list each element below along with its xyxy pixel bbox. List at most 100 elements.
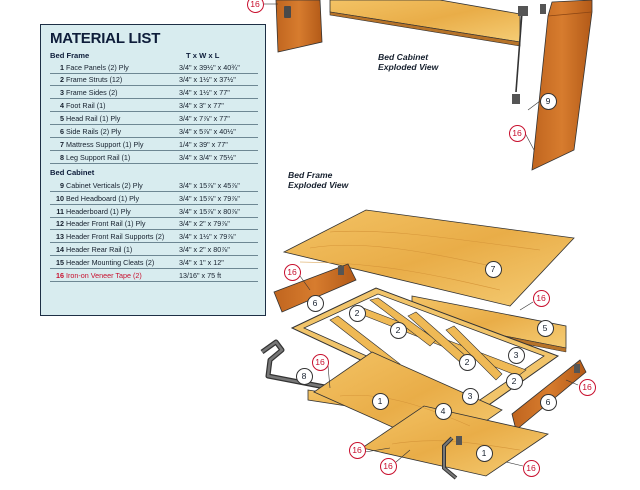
part-name: Face Panels (2) Ply — [66, 62, 129, 72]
part-dimensions: 3/4" x 1½" x 37½" — [179, 75, 236, 85]
part-name: Foot Rail (1) — [66, 101, 106, 111]
cabinet-view-label: Bed Cabinet Exploded View — [378, 52, 439, 72]
cabinet-right-vertical — [531, 0, 593, 171]
part-number: 14 — [56, 245, 64, 255]
part-name: Cabinet Verticals (2) Ply — [66, 180, 143, 190]
part-callout: 16 — [508, 124, 526, 142]
part-name: Bed Headboard (1) Ply — [66, 193, 140, 203]
part-callout: 7 — [484, 260, 502, 278]
part-dimensions: 3/4" x 15⅞" x 45⅞" — [179, 180, 240, 190]
part-callout: 2 — [389, 321, 407, 339]
part-callout: 8 — [295, 367, 313, 385]
part-dimensions: 3/4" x 7⅞" x 77" — [179, 114, 230, 124]
part-dimensions: 3/4" x 2" x 79⅞" — [179, 219, 230, 229]
part-callout: 6 — [539, 393, 557, 411]
group-heading-bed-frame: Bed Frame — [50, 51, 90, 60]
part-name: Side Rails (2) Ply — [66, 127, 122, 136]
part-name: Headerboard (1) Ply — [66, 206, 131, 216]
part-callout: 9 — [539, 92, 557, 110]
part-dimensions: 3/4" x 3/4" x 75½" — [179, 152, 236, 162]
part-callout: 5 — [536, 319, 554, 337]
part-callout: 16 — [532, 289, 550, 307]
side-rail-left — [273, 263, 357, 313]
part-callout: 2 — [505, 372, 523, 390]
part-name: Frame Struts (12) — [66, 75, 123, 85]
part-number: 15 — [56, 258, 64, 268]
group-heading-bed-cabinet: Bed Cabinet — [50, 168, 95, 178]
part-callout: 3 — [507, 346, 525, 364]
cabinet-left-vertical — [275, 0, 323, 53]
part-dimensions: 3/4" x 5⅞" x 40½" — [179, 127, 236, 136]
part-number: 13 — [56, 232, 64, 242]
part-dimensions: 3/4" x 3" x 77" — [179, 101, 224, 111]
cabinet-hardware — [512, 4, 546, 104]
part-dimensions: 13/16" x 75 ft — [179, 271, 222, 280]
part-number: 3 — [60, 88, 64, 98]
leg-brackets — [442, 436, 462, 480]
part-number: 9 — [60, 180, 64, 190]
part-number: 16 — [56, 271, 64, 280]
leg-support-rail — [260, 339, 331, 391]
part-dimensions: 3/4" x 15⅞" x 79⅞" — [179, 193, 240, 203]
part-name: Header Rear Rail (1) — [66, 245, 133, 255]
material-list-title: MATERIAL LIST — [50, 30, 161, 47]
part-callout: 16 — [348, 441, 366, 459]
part-name: Header Front Rail (1) Ply — [66, 219, 146, 229]
part-number: 7 — [60, 139, 64, 149]
part-dimensions: 3/4" x 15⅞" x 80⅞" — [179, 206, 240, 216]
frame-view-label: Bed Frame Exploded View — [288, 170, 349, 190]
part-callout: 4 — [434, 402, 452, 420]
part-name: Header Mounting Cleats (2) — [66, 258, 155, 268]
bed-headboard-panel — [329, 0, 521, 47]
part-name: Leg Support Rail (1) — [66, 152, 131, 162]
part-callout: 2 — [348, 304, 366, 322]
part-callout: 16 — [283, 263, 301, 281]
part-callout: 3 — [461, 387, 479, 405]
part-dimensions: 1/4" x 39" x 77" — [179, 139, 228, 149]
part-number: 4 — [60, 101, 64, 111]
part-callout: 16 — [311, 353, 329, 371]
face-panels — [313, 351, 549, 477]
part-number: 8 — [60, 152, 64, 162]
leader-lines — [264, 3, 579, 467]
part-name: Frame Sides (2) — [66, 88, 118, 98]
part-number: 5 — [60, 114, 64, 124]
part-dimensions: 3/4" x 39½" x 40¾" — [179, 62, 240, 72]
part-number: 2 — [60, 75, 64, 85]
part-callout: 16 — [246, 0, 264, 13]
part-callout: 1 — [475, 444, 493, 462]
part-number: 12 — [56, 219, 64, 229]
part-number: 11 — [56, 206, 64, 216]
part-callout: 16 — [379, 457, 397, 475]
part-name: Mattress Support (1) Ply — [66, 139, 144, 149]
part-dimensions: 3/4" x 2" x 80⅞" — [179, 245, 230, 255]
hinge-bracket-icon — [284, 6, 291, 18]
part-callout: 16 — [522, 459, 540, 477]
part-name: Iron-on Veneer Tape (2) — [66, 271, 142, 280]
part-dimensions: 3/4" x 1" x 12" — [179, 258, 224, 268]
part-number: 1 — [60, 62, 64, 72]
part-name: Header Front Rail Supports (2) — [66, 232, 165, 242]
part-callout: 16 — [578, 378, 596, 396]
mattress-support-panel — [282, 209, 575, 307]
part-dimensions: 3/4" x 1½" x 77" — [179, 88, 230, 98]
part-name: Head Rail (1) Ply — [66, 114, 121, 124]
part-number: 10 — [56, 193, 64, 203]
part-callout: 2 — [458, 353, 476, 371]
part-callout: 1 — [371, 392, 389, 410]
